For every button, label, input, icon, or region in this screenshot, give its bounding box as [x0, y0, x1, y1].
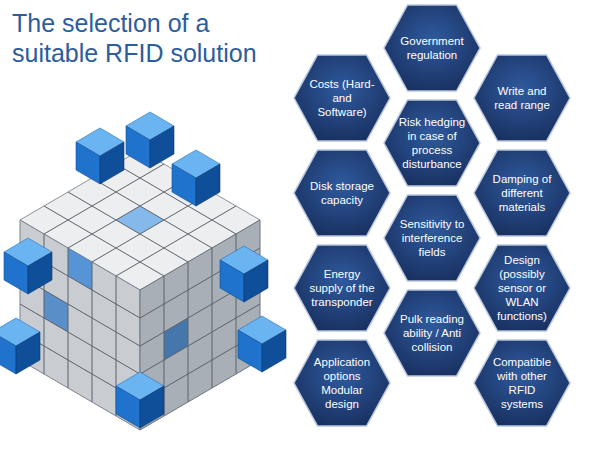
criteria-hexagon: Pulk reading ability / Anti collision	[383, 289, 481, 377]
hexagon-text-box: Energy supply of the transponder	[307, 267, 377, 309]
hexagon-outline	[473, 54, 571, 142]
criteria-label: Damping of different materials	[487, 172, 557, 214]
criteria-label: Government regulation	[397, 34, 467, 62]
criteria-hexagon: Energy supply of the transponder	[293, 244, 391, 332]
hexagon-shape	[474, 340, 570, 426]
hexagon-shape	[474, 245, 570, 331]
criteria-label: Energy supply of the transponder	[307, 267, 377, 309]
hexagon-text-box: Compatible with other RFID systems	[487, 355, 557, 411]
criteria-label: Sensitivity to interference fields	[397, 217, 467, 259]
hexagon-shape	[294, 150, 390, 236]
hexagon-outline	[383, 99, 481, 187]
hexagon-text-box: Risk hedging in case of process disturba…	[397, 115, 467, 171]
criteria-hexagon: Costs (Hard- and Software)	[293, 54, 391, 142]
hexagon-shape	[384, 5, 480, 91]
criteria-hexagon: Write and read range	[473, 54, 571, 142]
criteria-hexagon: Sensitivity to interference fields	[383, 194, 481, 282]
hexagon-shape	[474, 150, 570, 236]
hexagon-text-box: Application options Modular design	[307, 355, 377, 411]
hexagon-text-box: Costs (Hard- and Software)	[307, 77, 377, 119]
hexagon-shape	[474, 55, 570, 141]
criteria-hexagon: Damping of different materials	[473, 149, 571, 237]
criteria-label: Write and read range	[487, 84, 557, 112]
criteria-hexagon: Government regulation	[383, 4, 481, 92]
criteria-label: Compatible with other RFID systems	[487, 355, 557, 411]
hexagon-shape	[384, 290, 480, 376]
hexagon-outline	[293, 149, 391, 237]
hexagon-shape	[294, 340, 390, 426]
hexagon-text-box: Damping of different materials	[487, 172, 557, 214]
hexagon-shape	[294, 245, 390, 331]
criteria-hexagon: Application options Modular design	[293, 339, 391, 427]
criteria-label: Pulk reading ability / Anti collision	[397, 312, 467, 354]
criteria-label: Disk storage capacity	[307, 179, 377, 207]
hexagon-shape	[384, 195, 480, 281]
hexagon-shape	[384, 100, 480, 186]
criteria-label: Costs (Hard- and Software)	[307, 77, 377, 119]
criteria-hexagon: Risk hedging in case of process disturba…	[383, 99, 481, 187]
hexagon-text-box: Pulk reading ability / Anti collision	[397, 312, 467, 354]
page-title: The selection of a suitable RFID solutio…	[12, 8, 297, 68]
criteria-label: Application options Modular design	[307, 355, 377, 411]
criteria-hexagon: Compatible with other RFID systems	[473, 339, 571, 427]
criteria-hexagon: Disk storage capacity	[293, 149, 391, 237]
hexagon-text-box: Disk storage capacity	[307, 179, 377, 207]
hexagon-outline	[473, 339, 571, 427]
hexagon-shape	[294, 55, 390, 141]
criteria-hexagon: Design (possibly sensor or WLAN function…	[473, 244, 571, 332]
hexagon-text-box: Design (possibly sensor or WLAN function…	[487, 253, 557, 323]
hexagon-text-box: Government regulation	[397, 34, 467, 62]
hexagon-text-box: Write and read range	[487, 84, 557, 112]
criteria-label: Risk hedging in case of process disturba…	[397, 115, 467, 171]
criteria-label: Design (possibly sensor or WLAN function…	[487, 253, 557, 323]
hexagon-outline	[383, 4, 481, 92]
hexagon-outline	[293, 339, 391, 427]
blue-cubelets	[0, 112, 286, 428]
hexagon-text-box: Sensitivity to interference fields	[397, 217, 467, 259]
